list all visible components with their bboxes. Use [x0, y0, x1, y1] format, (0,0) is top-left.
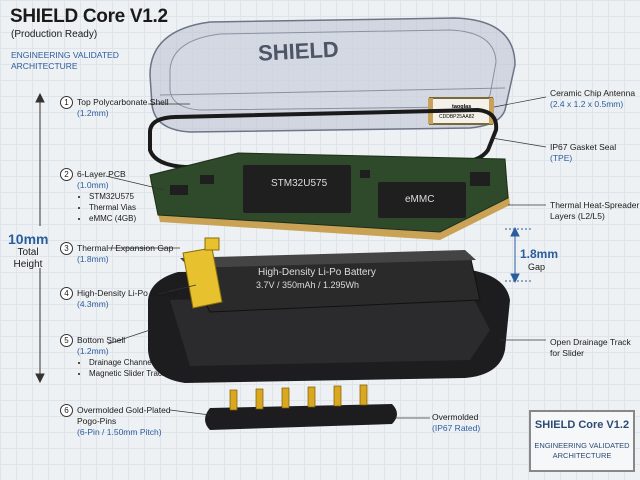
total-height-value: 10mm: [8, 231, 49, 247]
label-heat-spreader-line2: Layers (L2/L5): [550, 211, 605, 221]
callout-number-3: 3: [60, 242, 73, 255]
callout-bottom-shell-bullet: Drainage Channel: [89, 357, 166, 368]
version-badge: SHIELD Core V1.2 ENGINEERING VALIDATED A…: [529, 410, 635, 472]
page-title: SHIELD Core V1.2: [10, 6, 168, 27]
pcb-emmc-label: eMMC: [405, 194, 434, 205]
version-badge-subtitle: ENGINEERING VALIDATED ARCHITECTURE: [531, 441, 633, 461]
label-gasket: IP67 Gasket Seal (TPE): [550, 142, 616, 164]
callout-bottom-shell-sub: (1.2mm): [77, 346, 109, 356]
label-gasket-sub: (TPE): [550, 153, 573, 163]
callout-top-shell-label: Top Polycarbonate Shell: [77, 97, 169, 107]
callout-battery: High-Density Li-Po Battery (4.3mm): [77, 288, 177, 310]
version-badge-line1: ENGINEERING VALIDATED: [534, 441, 630, 450]
gap-label: Gap: [528, 262, 546, 272]
antenna-part-number: CDDBP25AA82: [439, 114, 475, 120]
callout-battery-label: High-Density Li-Po Battery: [77, 288, 178, 298]
antenna-brand: taoglas: [452, 104, 471, 110]
callout-top-shell-sub: (1.2mm): [77, 108, 109, 118]
label-heat-spreader: Thermal Heat-Spreader Layers (L2/L5): [550, 200, 639, 222]
page-subtitle: (Production Ready): [11, 29, 98, 40]
label-drainage-track-line2: for Slider: [550, 348, 585, 358]
label-overmolded-title: Overmolded: [432, 412, 479, 422]
callout-pogo-pins-label1: Overmolded Gold-Plated: [77, 405, 171, 415]
total-height-label: Total Height: [13, 247, 43, 271]
callout-top-shell: Top Polycarbonate Shell (1.2mm): [77, 97, 169, 119]
callout-pcb-label: 6-Layer PCB: [77, 169, 126, 179]
callout-number-1: 1: [60, 96, 73, 109]
version-badge-line2: ARCHITECTURE: [552, 451, 612, 460]
label-overmolded-sub: (IP67 Rated): [432, 423, 481, 433]
pcb-mcu-label: STM32U575: [271, 178, 328, 189]
battery-pack: [180, 237, 481, 313]
callout-battery-sub: (4.3mm): [77, 299, 109, 309]
callout-bottom-shell: Bottom Shell (1.2mm) Drainage Channel Ma…: [77, 335, 166, 379]
battery-specs: 3.7V / 350mAh / 1.295Wh: [256, 280, 359, 290]
gasket-seal: [148, 107, 499, 170]
total-height-label-line2: Height: [13, 259, 43, 270]
callout-thermal-gap: Thermal / Expansion Gap (1.8mm): [77, 243, 173, 265]
callout-number-4: 4: [60, 287, 73, 300]
callout-bottom-shell-bullet: Magnetic Slider Track: [89, 368, 166, 379]
shell-logo: SHIELD: [257, 37, 339, 66]
label-drainage-track: Open Drainage Track for Slider: [550, 337, 631, 359]
callout-pcb-bullet: STM32U575: [89, 191, 136, 202]
callout-pogo-pins-sub: (6-Pin / 1.50mm Pitch): [77, 427, 162, 437]
label-drainage-track-line1: Open Drainage Track: [550, 337, 631, 347]
callout-thermal-gap-sub: (1.8mm): [77, 254, 109, 264]
total-height-label-line1: Total: [17, 247, 39, 258]
callout-number-2: 2: [60, 168, 73, 181]
pogo-pin-strip: [205, 384, 397, 430]
label-antenna-title: Ceramic Chip Antenna: [550, 88, 636, 98]
label-antenna: Ceramic Chip Antenna (2.4 x 1.2 x 0.5mm): [550, 88, 635, 110]
callout-bottom-shell-label: Bottom Shell: [77, 335, 126, 345]
battery-title: High-Density Li-Po Battery: [258, 267, 376, 278]
gap-arrow: [505, 226, 532, 284]
gap-value: 1.8mm: [520, 247, 559, 261]
callout-number-5: 5: [60, 334, 73, 347]
engineering-note-line2: ARCHITECTURE: [11, 61, 78, 71]
callout-number-6: 6: [60, 404, 73, 417]
callout-thermal-gap-label: Thermal / Expansion Gap: [77, 243, 174, 253]
top-shell: [149, 17, 516, 133]
callout-pcb-bullet: Thermal Vias: [89, 202, 136, 213]
version-badge-title: SHIELD Core V1.2: [534, 419, 630, 431]
callout-pcb-sub: (1.0mm): [77, 180, 109, 190]
engineering-note-line1: ENGINEERING VALIDATED: [11, 50, 119, 60]
callout-pcb-bullet: eMMC (4GB): [89, 213, 136, 224]
callout-bottom-shell-bullets: Drainage Channel Magnetic Slider Track: [77, 357, 166, 379]
label-overmolded: Overmolded (IP67 Rated): [432, 412, 480, 434]
pcb-board: [149, 152, 510, 240]
label-antenna-sub: (2.4 x 1.2 x 0.5mm): [550, 99, 624, 109]
callout-pogo-pins: Overmolded Gold-Plated Pogo-Pins (6-Pin …: [77, 405, 171, 438]
total-height-arrow: [35, 92, 45, 384]
callout-pcb-bullets: STM32U575 Thermal Vias eMMC (4GB): [77, 191, 136, 224]
callout-pogo-pins-label2: Pogo-Pins: [77, 416, 117, 426]
label-heat-spreader-line1: Thermal Heat-Spreader: [550, 200, 640, 210]
engineering-note: ENGINEERING VALIDATED ARCHITECTURE: [11, 50, 131, 72]
label-gasket-title: IP67 Gasket Seal: [550, 142, 617, 152]
callout-pcb: 6-Layer PCB (1.0mm) STM32U575 Thermal Vi…: [77, 169, 136, 224]
leader-lines: [105, 96, 547, 419]
